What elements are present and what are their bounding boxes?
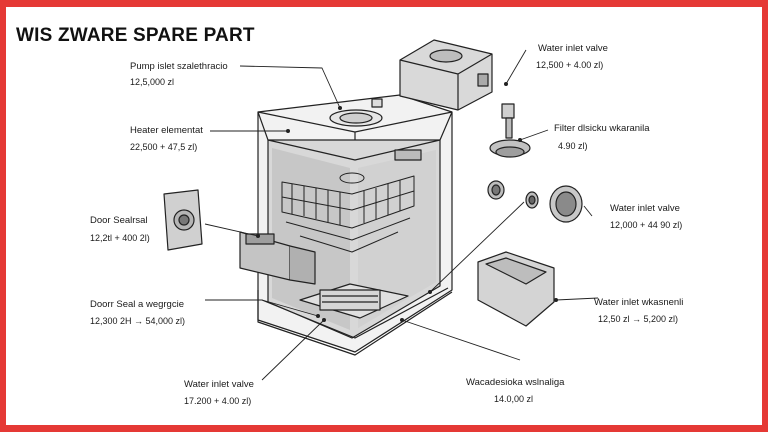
callout-label: Water inlet valve — [538, 43, 608, 54]
callout-price: 12,5,000 zl — [130, 77, 175, 87]
callout-label: Door Sealrsal — [90, 215, 148, 226]
callout-label: Wacadesioka wslnaliga — [466, 377, 565, 388]
leader-lines — [204, 49, 599, 381]
part-filter — [489, 103, 531, 158]
callout-price: 12,000 + 44 90 zl) — [610, 220, 683, 230]
callout-label: Pump islet szalethracio — [130, 61, 228, 72]
callout-price: 22,500 + 47,5 zl) — [130, 142, 198, 152]
part-drawer — [477, 251, 555, 327]
sump-assembly — [299, 283, 409, 319]
callout-label: Doorr Seal a wegrgcie — [90, 299, 184, 310]
callout-price: 17.200 + 4.00 zl) — [184, 396, 252, 406]
part-rings — [487, 180, 583, 223]
callout-price: 12,2tl + 400 2l) — [90, 233, 150, 243]
callout-price: 12,300 2H → 54,000 zl) — [90, 316, 186, 326]
callout-label: Water inlet wkasnenli — [594, 297, 684, 308]
side-bracket — [239, 231, 316, 285]
callout-label: Water inlet valve — [184, 379, 254, 390]
page-title: WIS ZWARE SPARE PART — [16, 25, 255, 46]
part-water-pump-housing — [399, 39, 493, 111]
callout-price: 12,500 + 4.00 zl) — [536, 60, 604, 70]
callout-price: 14.0,00 zl — [494, 394, 534, 404]
dishwasher-illustration — [163, 39, 599, 381]
leader-dots — [256, 82, 558, 322]
dish-rack — [281, 172, 415, 253]
callout-price: 4.90 zl) — [558, 141, 588, 151]
callout-label: Water inlet valve — [610, 203, 680, 214]
callout-price: 12,50 zl → 5,200 zl) — [598, 314, 679, 324]
part-door-seal — [163, 189, 203, 251]
callout-label: Filter dlsicku wkaranila — [554, 123, 650, 134]
callout-label: Heater elementat — [130, 125, 203, 136]
